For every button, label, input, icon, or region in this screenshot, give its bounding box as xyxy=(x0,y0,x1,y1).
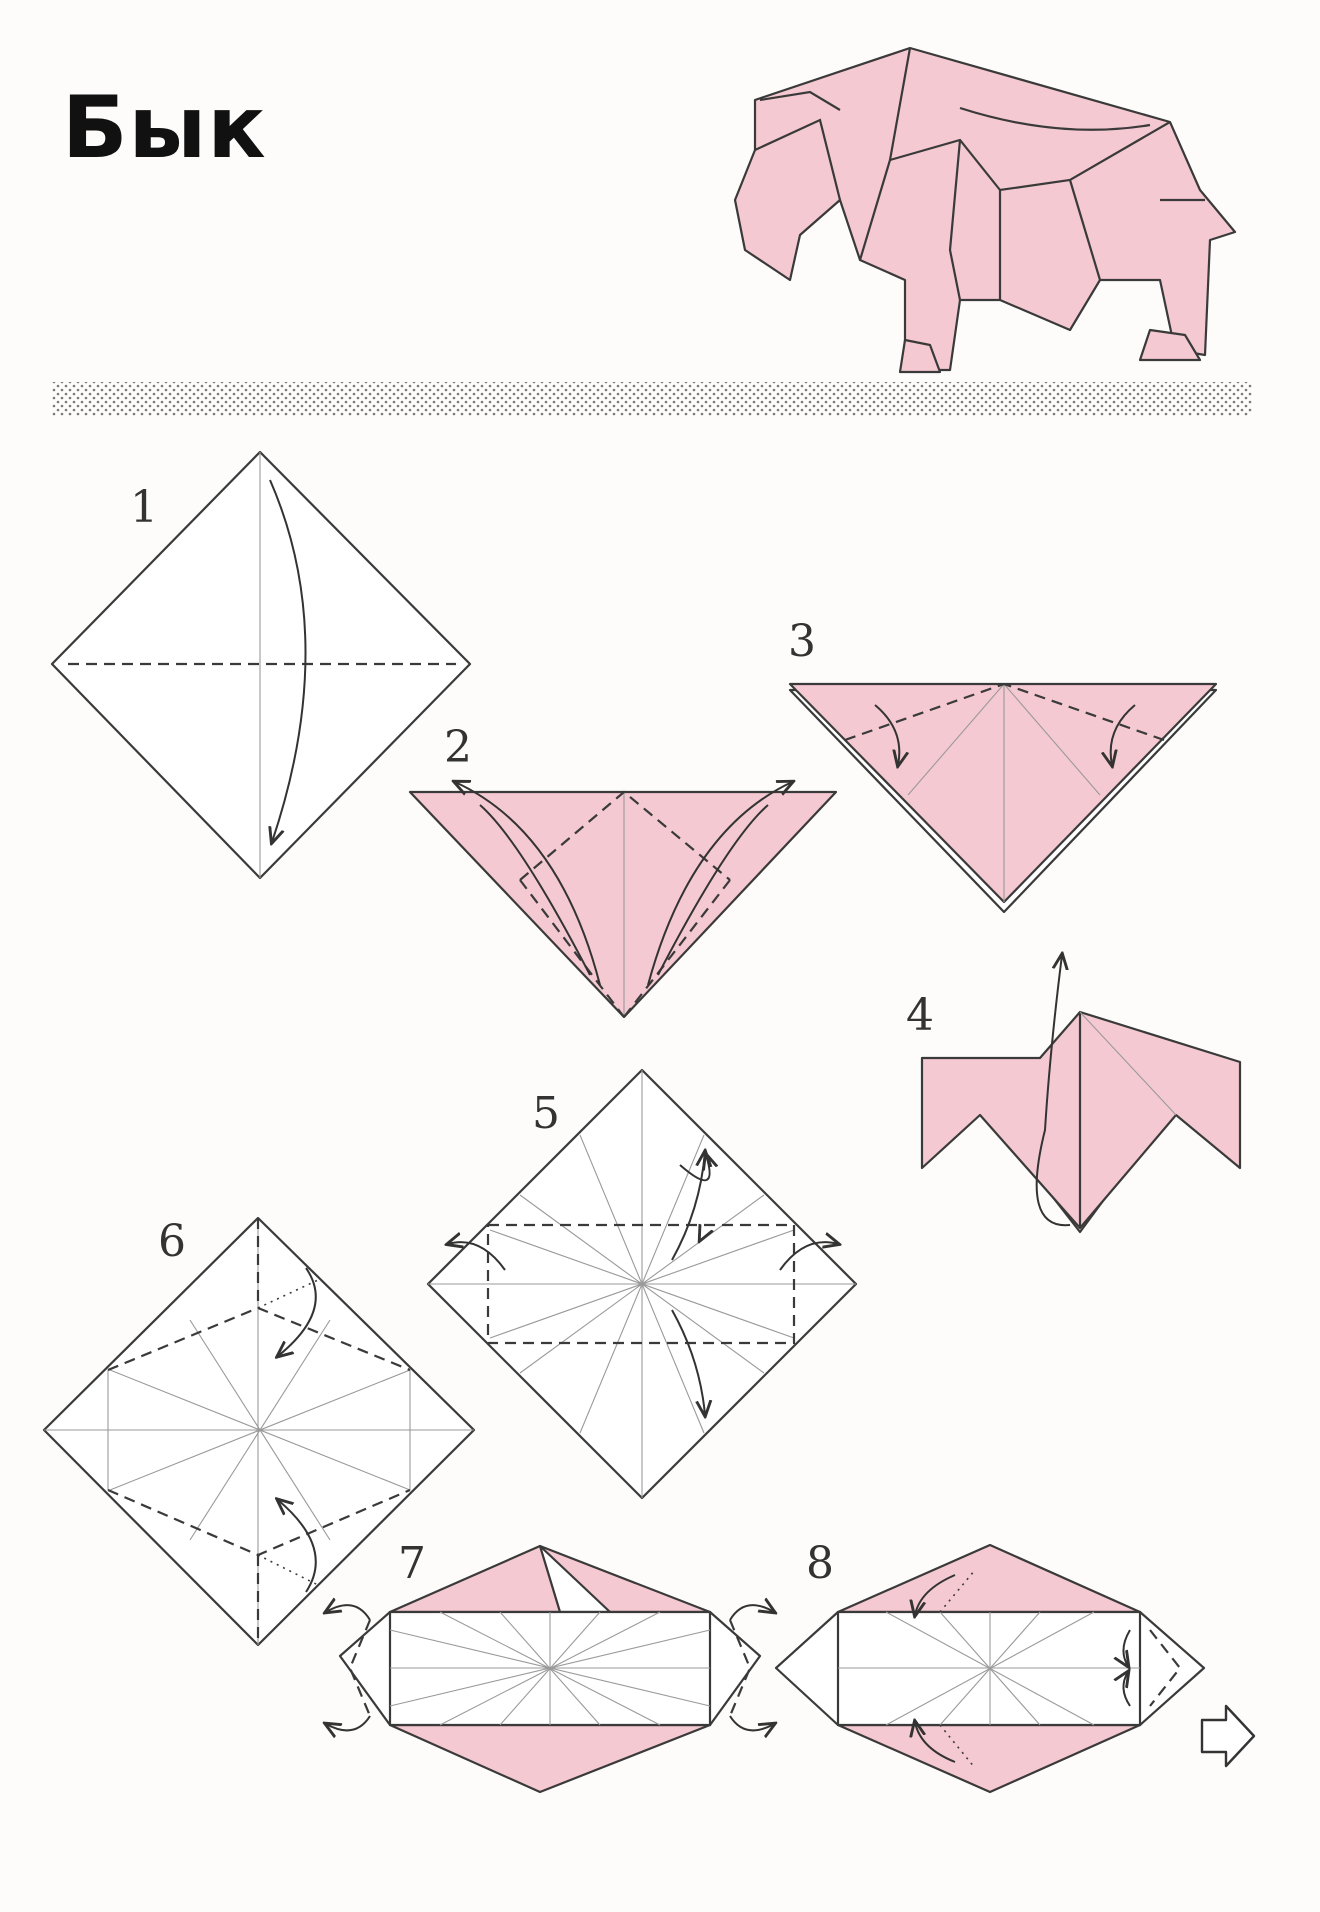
step-5-diagram xyxy=(426,1068,858,1500)
step-8-number: 8 xyxy=(806,1538,834,1589)
step-6-number: 6 xyxy=(158,1216,186,1267)
step-2-diagram xyxy=(408,782,838,1019)
outline-arrow-right-icon[interactable] xyxy=(1200,1704,1256,1768)
step-7-diagram xyxy=(326,1544,774,1794)
page-title: Бык xyxy=(62,78,267,178)
step-3-number: 3 xyxy=(788,616,816,667)
step-8-diagram xyxy=(774,1543,1206,1794)
bull-illustration xyxy=(733,46,1237,374)
step-1-number: 1 xyxy=(130,482,158,533)
step-5-number: 5 xyxy=(532,1088,560,1139)
step-1-diagram xyxy=(50,450,472,880)
step-4-number: 4 xyxy=(906,990,934,1041)
step-7-number: 7 xyxy=(398,1538,426,1589)
ground-band xyxy=(52,382,1252,416)
step-4-diagram xyxy=(920,955,1242,1234)
step-3-diagram xyxy=(788,682,1218,914)
step-2-number: 2 xyxy=(444,722,472,773)
step-6-diagram xyxy=(42,1216,476,1647)
